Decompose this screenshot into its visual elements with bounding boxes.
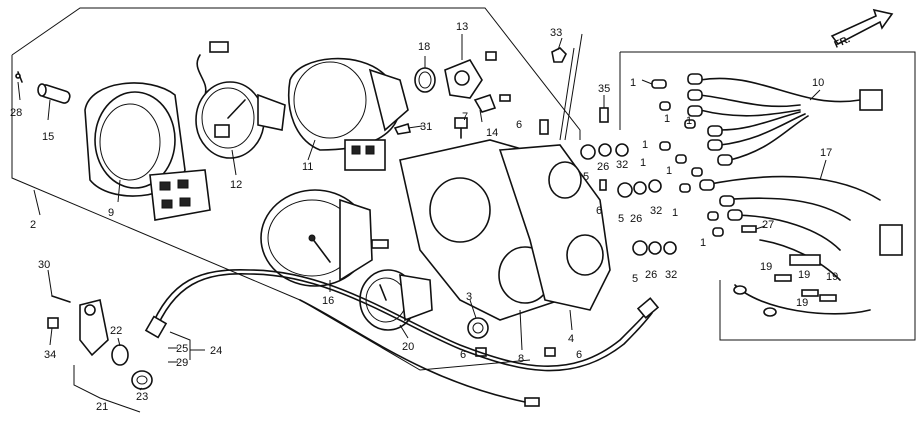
callout-11: 11 [302,161,313,173]
socket-19-set [774,254,837,302]
bolt-6-lower-right [544,347,556,357]
callout-34: 34 [44,349,56,361]
callout-1-d: 1 [640,157,646,169]
callout-17: 17 [820,147,832,159]
callout-7: 7 [462,111,468,123]
speedometer-cable-24 [144,269,660,407]
callout-32-a: 32 [616,159,628,171]
meter-case-9 [84,82,211,221]
callout-32-c: 32 [665,269,677,281]
small-gauge-20 [359,269,433,331]
nut-33 [551,47,567,63]
callout-6-lower-left: 6 [460,349,466,361]
socket-15 [37,83,71,104]
switch-13 [444,51,497,99]
callout-22: 22 [110,325,122,337]
speedo-gear-21 [47,295,109,357]
callout-30: 30 [38,259,50,271]
bracket-4 [498,144,611,311]
callout-26-b: 26 [630,213,642,225]
callout-27: 27 [762,219,774,231]
callout-3: 3 [466,291,472,303]
clip-14 [473,93,511,113]
bolt-6-upper [539,119,549,135]
callout-1-f: 1 [672,207,678,219]
callout-15: 15 [42,131,54,143]
callout-18: 18 [418,41,430,53]
connector-1-set [651,79,724,237]
callout-23: 23 [136,391,148,403]
leader-lines [17,33,827,413]
harness-17 [699,175,903,317]
callout-labels: 28 15 9 12 11 18 13 7 14 31 6 33 35 1 1 … [10,21,838,413]
callout-1-h: 1 [686,115,692,127]
ring-18 [414,67,436,93]
callout-19-a: 19 [760,261,772,273]
grommet-set-upper [580,143,629,160]
callout-33: 33 [550,27,562,39]
callout-13: 13 [456,21,468,33]
callout-6-mid: 6 [596,205,602,217]
socket-27 [741,225,757,233]
callout-31: 31 [420,121,432,133]
seal-22 [111,344,129,366]
callout-4: 4 [568,333,574,345]
callout-12: 12 [230,179,242,191]
callout-21: 21 [96,401,108,413]
screw-31 [393,122,411,135]
callout-20: 20 [402,341,414,353]
callout-26-a: 26 [597,161,609,173]
callout-2: 2 [30,219,36,231]
grommet-3 [467,317,489,339]
screw-35 [599,107,609,123]
front-direction-arrow: FR. [830,8,894,51]
callout-14: 14 [486,127,498,139]
callout-1-c: 1 [642,139,648,151]
housing-11 [288,57,409,171]
callout-10: 10 [812,77,824,89]
tachometer-16 [260,189,389,287]
callout-5-c: 5 [632,273,638,285]
pin-28 [15,71,23,83]
grommet-set-middle [599,179,662,198]
washer-23 [131,370,153,390]
callout-5-b: 5 [618,213,624,225]
callout-9: 9 [108,207,114,219]
callout-19-b: 19 [798,269,810,281]
callout-26-c: 26 [645,269,657,281]
callout-28: 28 [10,107,22,119]
callout-19-c: 19 [826,271,838,283]
callout-29: 29 [176,357,188,369]
callout-6-upper: 6 [516,119,522,131]
callout-16: 16 [322,295,334,307]
screw-7 [454,117,468,139]
callout-24: 24 [210,345,222,357]
callout-6-lower-right: 6 [576,349,582,361]
callout-25: 25 [176,343,188,355]
harness-10 [687,73,883,166]
callout-32-b: 32 [650,205,662,217]
grommet-set-lower [632,240,677,256]
callout-1-g: 1 [700,237,706,249]
callout-8: 8 [518,353,524,365]
callout-1-a: 1 [630,77,636,89]
callout-19-d: 19 [796,297,808,309]
callout-1-b: 1 [664,113,670,125]
callout-5-a: 5 [583,171,589,183]
callout-35: 35 [598,83,610,95]
gauge-unit-12 [195,41,286,159]
callout-1-e: 1 [666,165,672,177]
